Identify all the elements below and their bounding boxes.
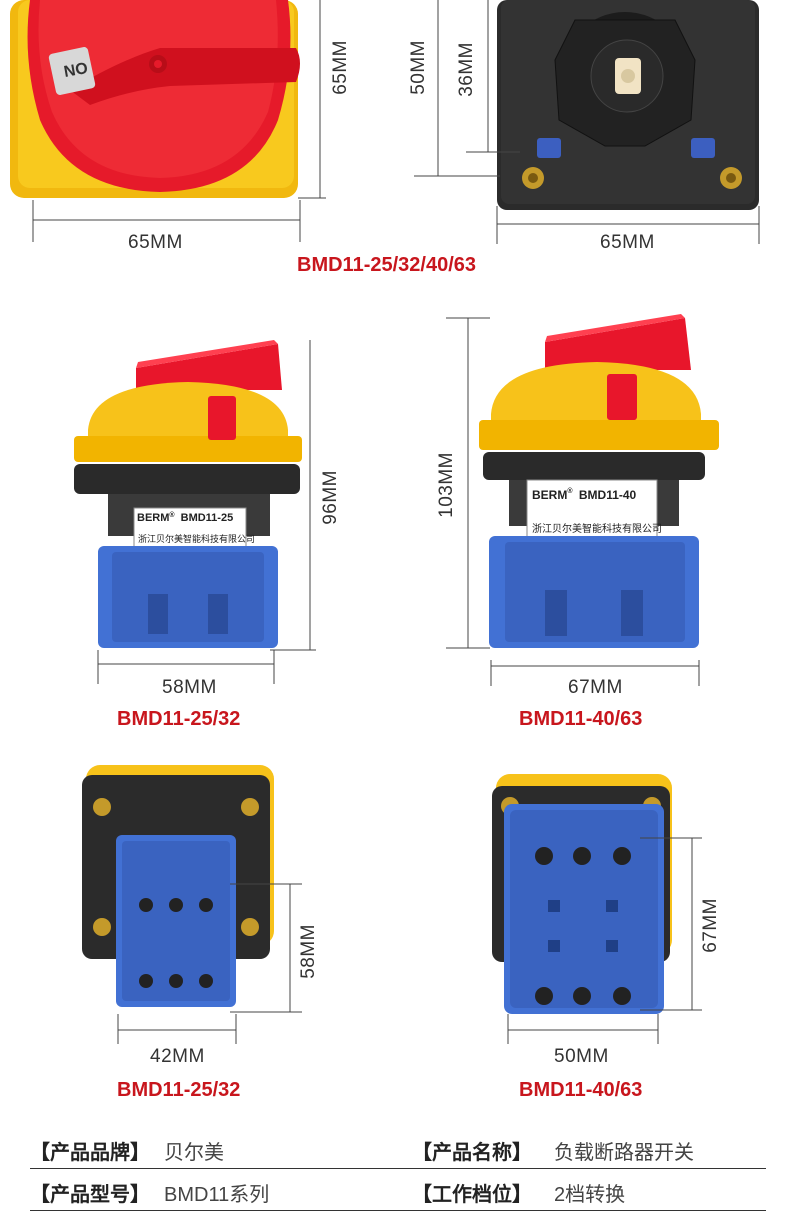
spec-value-brand: 贝尔美	[164, 1142, 224, 1164]
spec-row: 【产品品牌】 贝尔美 【产品名称】 负载断路器开关	[30, 1130, 766, 1169]
middle-left-model-caption: BMD11-25/32	[117, 708, 241, 730]
bottom-left-width-label: 42MM	[150, 1046, 205, 1067]
bottom-right-height-label: 67MM	[700, 898, 721, 953]
bottom-right-height-dimension-line	[640, 837, 702, 1011]
spec-label-name: 【产品名称】	[412, 1142, 532, 1164]
left-label-brand: BERM® BMD11-25	[137, 512, 234, 524]
bottom-left-height-label: 58MM	[298, 924, 319, 979]
right-brand: BERM	[532, 488, 568, 502]
left-part: BMD11-25	[180, 512, 234, 524]
bottom-left-height-dimension-line	[230, 883, 302, 1013]
rear-view-switch-large-image	[492, 774, 672, 1014]
middle-right-height-dimension-line	[446, 317, 490, 649]
middle-left-width-dimension-line	[97, 650, 275, 684]
right-outer-height-label: 50MM	[408, 40, 429, 95]
left-company: 浙江贝尔美智能科技有限公司	[138, 534, 256, 544]
left-width-label: 65MM	[128, 232, 183, 253]
spec-label-brand: 【产品品牌】	[30, 1142, 150, 1164]
bottom-right-model-caption: BMD11-40/63	[519, 1079, 643, 1101]
spec-label-model: 【产品型号】	[30, 1184, 150, 1206]
middle-left-width-label: 58MM	[162, 677, 217, 698]
left-height-label: 65MM	[330, 40, 351, 95]
front-view-switch-image	[10, 0, 300, 198]
spec-row: 【产品型号】 BMD11系列 【工作档位】 2档转换	[30, 1172, 766, 1211]
bottom-right-width-dimension-line	[507, 1014, 659, 1044]
side-view-switch-small-image	[74, 340, 302, 648]
middle-right-height-label: 103MM	[436, 452, 457, 518]
bottom-left-model-caption: BMD11-25/32	[117, 1079, 241, 1101]
spec-label-position: 【工作档位】	[412, 1184, 532, 1206]
right-inner-height-label: 36MM	[456, 42, 477, 97]
right-part: BMD11-40	[578, 488, 637, 502]
left-brand: BERM	[137, 512, 170, 524]
side-view-switch-large-image	[479, 314, 719, 648]
left-height-dimension-line	[298, 0, 326, 199]
middle-right-model-caption: BMD11-40/63	[519, 708, 643, 730]
middle-right-width-dimension-line	[490, 660, 700, 686]
right-label-brand: BERM® BMD11-40	[532, 488, 637, 502]
spec-value-name: 负载断路器开关	[554, 1142, 694, 1164]
right-width-dimension-line	[496, 206, 760, 244]
middle-left-height-dimension-line	[270, 340, 316, 651]
right-company: 浙江贝尔美智能科技有限公司	[532, 524, 662, 535]
middle-left-height-label: 96MM	[320, 470, 341, 525]
bottom-left-width-dimension-line	[117, 1014, 237, 1044]
left-width-dimension-line	[32, 200, 301, 242]
middle-right-width-label: 67MM	[568, 677, 623, 698]
right-width-label: 65MM	[600, 232, 655, 253]
spec-value-model: BMD11系列	[164, 1184, 270, 1206]
right-height-dimension-lines	[414, 0, 520, 177]
spec-value-position: 2档转换	[554, 1184, 626, 1206]
rear-view-switch-small-image	[82, 765, 274, 1007]
back-view-switch-image	[497, 0, 759, 210]
bottom-right-width-label: 50MM	[554, 1046, 609, 1067]
top-model-caption: BMD11-25/32/40/63	[297, 254, 477, 276]
